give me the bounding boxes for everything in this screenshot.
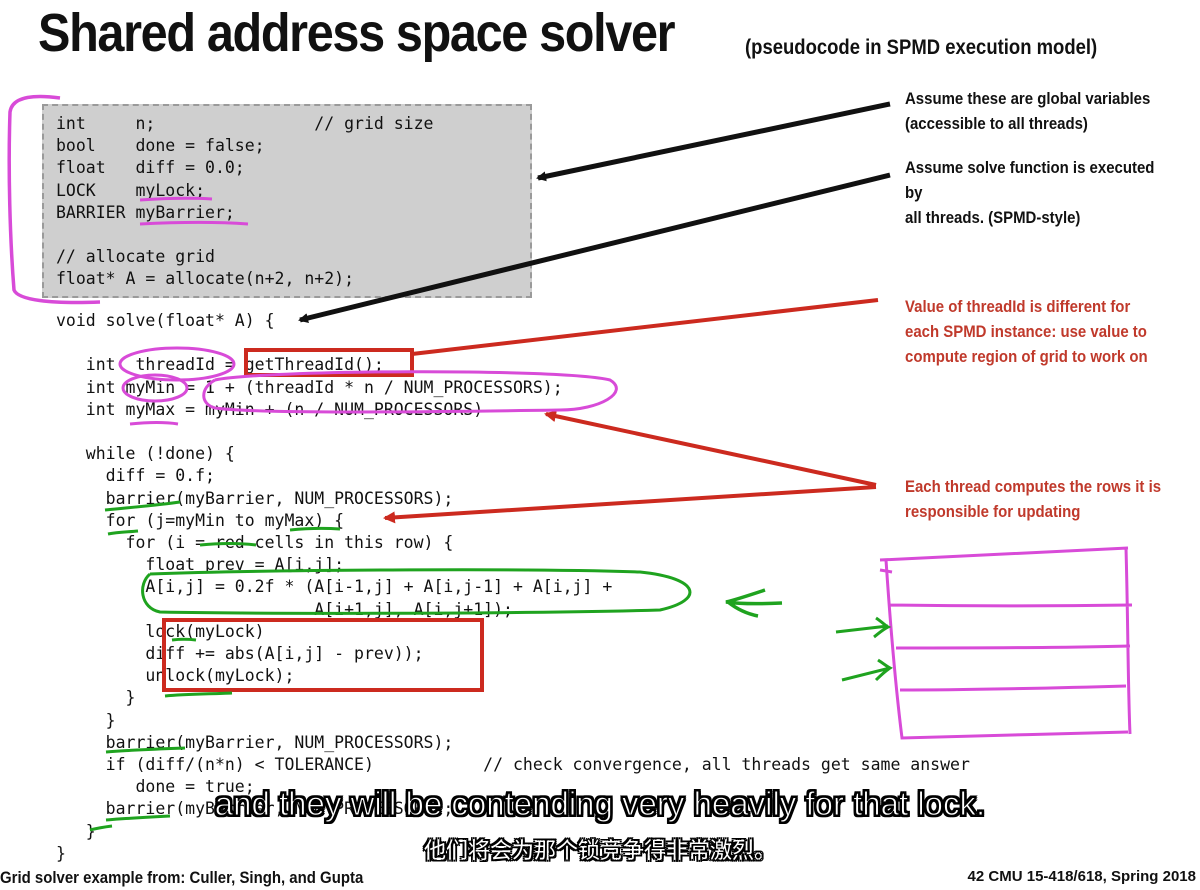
grid-sketch xyxy=(879,546,1133,740)
code-line: diff = 0.f; xyxy=(56,466,215,486)
code-line: // allocate grid xyxy=(56,247,215,267)
code-line: diff += abs(A[i,j] - prev)); xyxy=(56,644,424,664)
getthreadid-box xyxy=(244,348,414,377)
green-mark-brace xyxy=(89,824,113,832)
magenta-underline-mylock xyxy=(139,196,213,202)
footer-credit: Grid solver example from: Culler, Singh,… xyxy=(0,868,364,887)
global-variables-code: int n; // grid size bool done = false; f… xyxy=(56,113,434,291)
green-mark-barrier-2 xyxy=(105,746,186,754)
green-mark-barrier xyxy=(104,500,181,512)
code-line: int n; // grid size xyxy=(56,114,434,133)
code-line: LOCK myLock; xyxy=(56,180,206,200)
magenta-underline-mymax xyxy=(129,421,179,426)
magenta-underline-mybarrier xyxy=(139,221,249,226)
slide-title: Shared address space solver xyxy=(38,3,676,63)
green-arrow-left xyxy=(725,588,783,618)
arrow-to-threadid xyxy=(411,298,879,356)
code-line: barrier(myBarrier, NUM_PROCESSORS); xyxy=(56,488,454,508)
video-caption-chinese: 他们将会为那个锁竞争得非常激烈。 xyxy=(423,839,776,864)
note-thread-id: Value of threadId is different for each … xyxy=(905,297,1148,366)
arrow-to-for-loop xyxy=(383,485,877,524)
note-thread-rows: Each thread computes the rows it is resp… xyxy=(905,477,1162,521)
green-arrow-grid-1 xyxy=(835,616,892,639)
note-global-variables: Assume these are global variables (acces… xyxy=(905,89,1151,133)
footer-page-info: 42 CMU 15-418/618, Spring 2018 xyxy=(967,868,1196,885)
code-line: while (!done) { xyxy=(56,444,235,464)
code-line: A[i,j] = 0.2f * (A[i-1,j] + A[i,j-1] + A… xyxy=(56,577,613,597)
green-mark-mymax xyxy=(289,526,341,532)
lock-region-box xyxy=(162,618,484,692)
code-line: bool done = false; xyxy=(56,136,265,156)
code-line: } xyxy=(56,688,136,708)
magenta-circle-mymin xyxy=(121,373,189,403)
solve-function-code: void solve(float* A) { int threadId = ge… xyxy=(56,310,970,865)
code-line: BARRIER myBarrier; xyxy=(56,202,235,222)
code-line: for (j=myMin to myMax) { xyxy=(56,510,345,530)
code-line: float* A = allocate(n+2, n+2); xyxy=(56,269,355,289)
green-mark-red xyxy=(199,542,257,547)
green-mark-unlock xyxy=(164,691,233,698)
code-line: barrier(myBarrier, NUM_PROCESSORS); xyxy=(56,732,454,752)
code-line: lock(myLock) xyxy=(56,621,265,641)
slide-subtitle: (pseudocode in SPMD execution model) xyxy=(745,36,1098,59)
code-line: int myMin = 1 + (threadId * n / NUM_PROC… xyxy=(56,377,563,397)
grid-tick xyxy=(879,568,893,574)
code-line: } xyxy=(56,843,66,863)
green-mark-barrier-3 xyxy=(105,814,171,822)
global-variables-box xyxy=(42,104,532,298)
green-loop-update xyxy=(141,568,692,615)
code-line: } xyxy=(56,710,116,730)
note-solve-function: Assume solve function is executed by all… xyxy=(905,158,1155,227)
arrow-to-globals xyxy=(536,101,891,182)
code-line: if (diff/(n*n) < TOLERANCE) // check con… xyxy=(56,755,970,775)
code-line: float diff = 0.0; xyxy=(56,158,245,178)
code-line: void solve(float* A) { xyxy=(56,311,275,330)
code-line: done = true; xyxy=(56,777,255,797)
code-line: barrier(myBarrier, NUM_PROCESSORS); xyxy=(56,799,454,819)
green-arrow-grid-2 xyxy=(841,658,893,682)
code-line: int myMax = myMin + (n / NUM_PROCESSORS) xyxy=(56,399,484,419)
green-mark-for xyxy=(107,529,139,536)
arrow-to-solve xyxy=(298,172,891,323)
code-line: unlock(myLock); xyxy=(56,666,295,686)
magenta-circle-threadid xyxy=(118,346,236,382)
magenta-loop-expression xyxy=(202,370,618,414)
code-line: int threadId = getThreadId(); xyxy=(56,355,384,375)
video-caption-english: and they will be contending very heavily… xyxy=(214,785,986,823)
green-mark-lock xyxy=(171,637,197,642)
arrow-to-mymax xyxy=(544,410,877,487)
magenta-bracket xyxy=(7,94,101,305)
